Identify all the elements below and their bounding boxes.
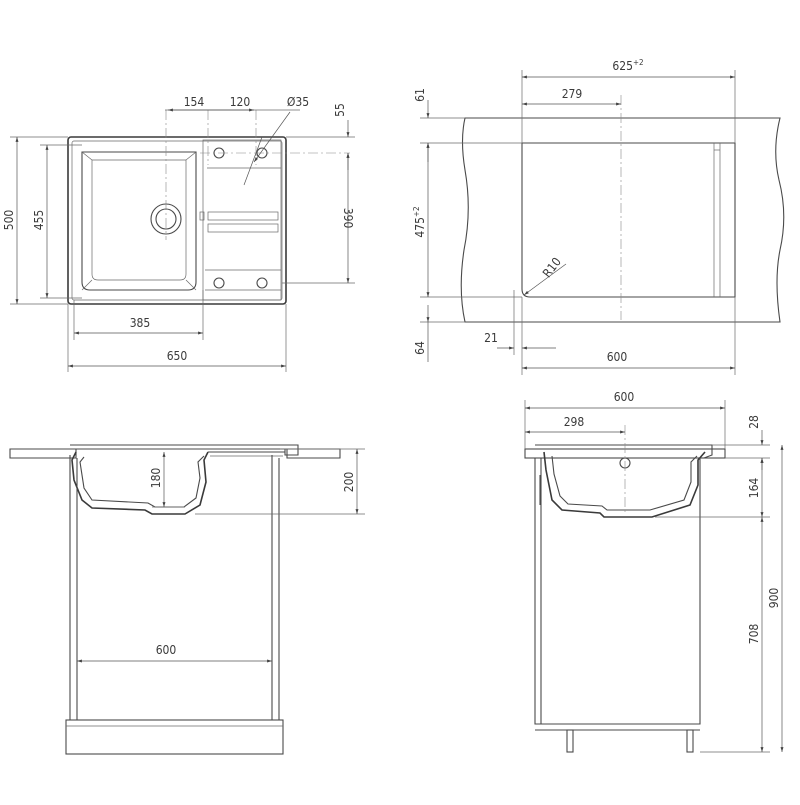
side-cabinet-body bbox=[534, 458, 701, 725]
tap-hole-3 bbox=[213, 277, 225, 289]
side-section-view: 600 298 28 164 708 900 bbox=[524, 390, 784, 753]
bowl-section-outer bbox=[71, 451, 209, 515]
dim-r10: R10 bbox=[540, 255, 564, 280]
dim-600-front: 600 bbox=[156, 643, 177, 657]
countertop-outline bbox=[460, 117, 785, 323]
dim-385: 385 bbox=[130, 316, 151, 330]
top-view: 154 120 Ø35 55 390 500 455 385 650 bbox=[2, 95, 355, 372]
dim-200: 200 bbox=[342, 472, 356, 493]
dim-475: 475+2 bbox=[412, 206, 427, 237]
dim-600-side: 600 bbox=[614, 390, 635, 404]
dim-298: 298 bbox=[564, 415, 585, 429]
sink-flange bbox=[70, 444, 299, 456]
dim-hole-diameter: Ø35 bbox=[287, 95, 309, 109]
cabinet-plinth bbox=[65, 719, 284, 755]
dim-180: 180 bbox=[149, 468, 163, 489]
cabinet-left-wall bbox=[69, 455, 78, 721]
dim-21: 21 bbox=[484, 331, 498, 345]
dim-28: 28 bbox=[747, 415, 761, 429]
dim-500: 500 bbox=[2, 210, 16, 231]
dim-650: 650 bbox=[167, 349, 188, 363]
side-bowl-outer bbox=[543, 451, 706, 518]
dim-164: 164 bbox=[747, 478, 761, 499]
cutout-view: 625+2 279 61 475+2 R10 64 21 600 bbox=[412, 58, 785, 375]
tap-hole-4 bbox=[256, 277, 268, 289]
dim-61: 61 bbox=[413, 88, 427, 102]
dim-625: 625+2 bbox=[612, 58, 643, 73]
cabinet-leg-2 bbox=[686, 729, 694, 753]
dim-120: 120 bbox=[230, 95, 251, 109]
cabinet-right-wall bbox=[271, 455, 280, 721]
sink-rim-outline bbox=[67, 136, 287, 305]
dim-390: 390 bbox=[341, 208, 355, 229]
front-section-view: 180 200 600 bbox=[9, 444, 365, 755]
cutout-outline bbox=[521, 142, 736, 298]
dim-455: 455 bbox=[32, 210, 46, 231]
main-bowl-outline bbox=[81, 151, 197, 291]
dim-154: 154 bbox=[184, 95, 205, 109]
cabinet-leg-1 bbox=[566, 729, 574, 753]
dim-279: 279 bbox=[562, 87, 583, 101]
dim-708: 708 bbox=[747, 624, 761, 645]
dim-600-cutout: 600 bbox=[607, 350, 628, 364]
dim-900: 900 bbox=[767, 588, 781, 609]
dim-55: 55 bbox=[333, 103, 347, 117]
dim-64: 64 bbox=[413, 341, 427, 355]
